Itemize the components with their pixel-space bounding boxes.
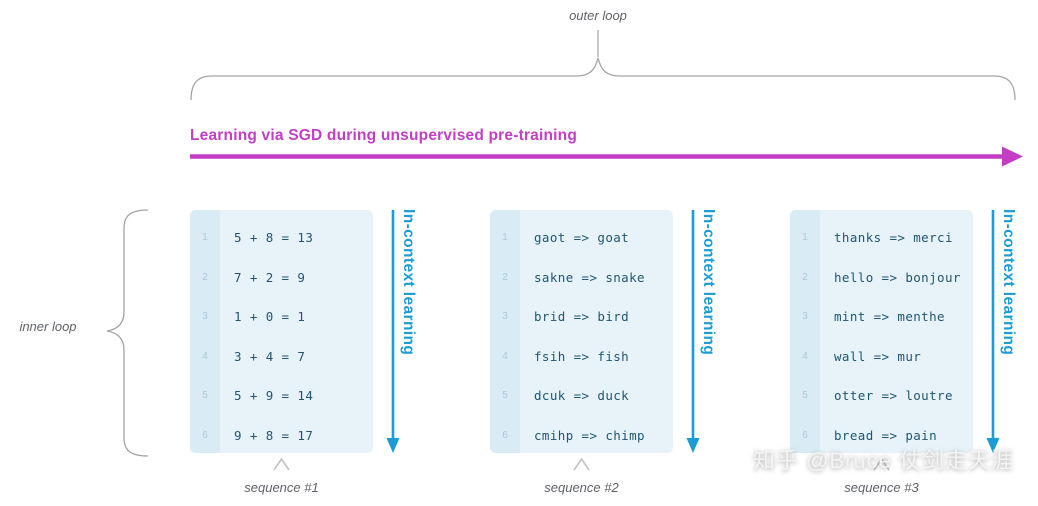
row-number: 5 <box>202 390 208 402</box>
row-number: 6 <box>502 429 508 441</box>
in-context-arrow-1 <box>386 210 400 453</box>
sequence-row: 4 fsih => fish <box>490 349 673 364</box>
in-context-learning-label: In-context learning <box>400 209 417 356</box>
sgd-arrow-label: Learning via SGD during unsupervised pre… <box>190 127 578 144</box>
sequence-row: 2 hello => bonjour <box>790 270 973 285</box>
row-number: 6 <box>802 429 808 441</box>
row-text: dcuk => duck <box>534 388 630 404</box>
sequence-row: 6 cmihp => chimp <box>490 428 673 443</box>
sequence-row: 6 9 + 8 = 17 <box>190 428 373 443</box>
sequence-1-label: sequence #1 <box>244 480 319 495</box>
row-text: gaot => goat <box>534 230 630 245</box>
sequence-row: 1 gaot => goat <box>490 230 673 245</box>
row-text: sakne => snake <box>534 269 645 285</box>
sequence-row: 3 1 + 0 = 1 <box>190 309 373 324</box>
sequence-3-label: sequence #3 <box>844 480 919 495</box>
row-text: 3 + 4 = 7 <box>234 348 306 364</box>
sequence-panel-2: 1 gaot => goat 2 sakne => snake 3 brid => bir… <box>490 210 673 453</box>
sequence-2-chevron-icon <box>573 457 590 471</box>
row-number-column <box>790 210 820 453</box>
row-text: thanks => merci <box>834 230 953 245</box>
row-text: bread => pain <box>834 427 938 443</box>
row-text: hello => bonjour <box>834 269 961 285</box>
sequence-row: 4 3 + 4 = 7 <box>190 349 373 364</box>
inner-loop-brace <box>106 209 149 457</box>
in-context-arrow-2 <box>686 210 700 453</box>
row-number: 2 <box>802 271 808 283</box>
row-text: wall => mur <box>834 348 922 364</box>
row-number: 1 <box>502 232 508 243</box>
sequence-row: 5 otter => loutre <box>790 388 973 403</box>
sequence-panel-3: 1 thanks => merci 2 hello => bonjour 3 mint =… <box>790 210 973 453</box>
sequence-row: 3 mint => menthe <box>790 309 973 324</box>
row-text: fsih => fish <box>534 348 630 364</box>
sequence-row: 2 sakne => snake <box>490 270 673 285</box>
row-text: otter => loutre <box>834 388 953 404</box>
outer-loop-brace <box>190 57 1016 101</box>
row-number-column <box>490 210 520 453</box>
row-text: 9 + 8 = 17 <box>234 427 314 443</box>
row-number: 4 <box>502 350 508 362</box>
inner-loop-label: inner loop <box>19 319 77 334</box>
row-text: 5 + 9 = 14 <box>234 388 314 404</box>
sequence-row: 5 dcuk => duck <box>490 388 673 403</box>
sequence-row: 2 7 + 2 = 9 <box>190 270 373 285</box>
in-context-learning-label: In-context learning <box>1000 209 1017 356</box>
in-context-arrow-3 <box>986 210 1000 453</box>
row-text: brid => bird <box>534 309 630 325</box>
row-number: 3 <box>802 311 808 323</box>
outer-loop-label: outer loop <box>569 8 627 23</box>
sgd-arrow-head <box>1002 146 1023 167</box>
row-text: 1 + 0 = 1 <box>234 309 306 325</box>
row-number: 4 <box>202 350 208 362</box>
row-number: 1 <box>802 232 808 243</box>
row-number: 2 <box>202 271 208 283</box>
sequence-row: 6 bread => pain <box>790 428 973 443</box>
sequence-row: 1 5 + 8 = 13 <box>190 230 373 245</box>
sequence-rows: 1 thanks => merci 2 hello => bonjour 3 mint =… <box>790 210 973 453</box>
row-text: 7 + 2 = 9 <box>234 269 306 285</box>
row-number-column <box>190 210 220 453</box>
sequence-rows: 1 gaot => goat 2 sakne => snake 3 brid => bir… <box>490 210 673 453</box>
row-number: 5 <box>502 390 508 402</box>
sequence-row: 1 thanks => merci <box>790 230 973 245</box>
sequence-1-chevron-icon <box>273 457 290 471</box>
row-number: 2 <box>502 271 508 283</box>
row-text: mint => menthe <box>834 309 945 325</box>
sequence-2-label: sequence #2 <box>544 480 619 495</box>
sequence-rows: 1 5 + 8 = 13 2 7 + 2 = 9 3 1 + 0 = 1 4 3 + 4 = … <box>190 210 373 453</box>
row-number: 6 <box>202 429 208 441</box>
sequence-row: 3 brid => bird <box>490 309 673 324</box>
row-text: 5 + 8 = 13 <box>234 230 314 245</box>
row-number: 4 <box>802 350 808 362</box>
in-context-learning-label: In-context learning <box>700 209 717 356</box>
sequence-panel-1: 1 5 + 8 = 13 2 7 + 2 = 9 3 1 + 0 = 1 4 3 + 4 = … <box>190 210 373 453</box>
watermark: 知乎 @Bruce 仗剑走天涯 <box>752 448 1014 473</box>
row-text: cmihp => chimp <box>534 427 645 443</box>
sequence-row: 4 wall => mur <box>790 349 973 364</box>
sequence-row: 5 5 + 9 = 14 <box>190 388 373 403</box>
row-number: 1 <box>202 232 208 243</box>
row-number: 3 <box>202 311 208 323</box>
row-number: 5 <box>802 390 808 402</box>
row-number: 3 <box>502 311 508 323</box>
